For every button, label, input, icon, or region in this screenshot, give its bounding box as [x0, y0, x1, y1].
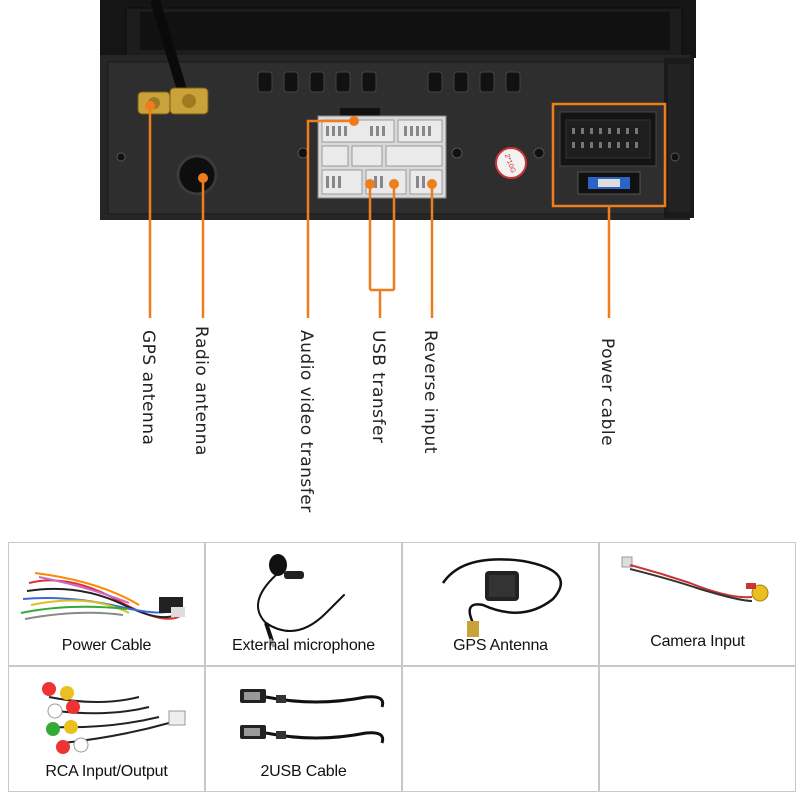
radio-antenna-socket-icon: [176, 154, 218, 196]
usb-transfer-label: USB transfer: [368, 330, 388, 444]
empty-cell: [402, 666, 599, 792]
power-cable-label: Power cable: [597, 338, 617, 447]
gps-antenna-label: GPS antenna: [138, 330, 158, 446]
accessory-external-microphone: External microphone: [205, 542, 402, 666]
accessory-rca-input-output: RCA Input/Output: [8, 666, 205, 792]
power-cable-harness-icon: [20, 572, 185, 620]
accessory-label: External microphone: [232, 637, 375, 654]
accessory-label: 2USB Cable: [260, 763, 347, 780]
rca-cable-icon: [42, 682, 186, 754]
accessory-camera-input: Camera Input: [599, 542, 796, 666]
accessories-grid: Power Cable External microphone GPS Ante…: [8, 542, 796, 792]
accessory-power-cable: Power Cable: [8, 542, 205, 666]
audio-video-transfer-label: Audio video transfer: [296, 330, 316, 513]
fuse-sticker: 2*10G: [495, 147, 527, 179]
power-connector-icon: [559, 111, 657, 195]
gps-antenna-icon: [441, 558, 563, 637]
reverse-input-label: Reverse input: [420, 330, 440, 454]
accessory-label: RCA Input/Output: [45, 763, 168, 780]
accessory-label: Camera Input: [650, 633, 745, 650]
usb-cables-icon: [240, 689, 385, 744]
device-rear-panel: 2*10G: [100, 0, 696, 318]
av-usb-connector-icon: [317, 108, 447, 199]
microphone-icon: [257, 554, 345, 648]
radio-antenna-label: Radio antenna: [191, 326, 211, 456]
accessory-2usb-cable: 2USB Cable: [205, 666, 402, 792]
accessory-gps-antenna: GPS Antenna: [402, 542, 599, 666]
empty-cell: [599, 666, 796, 792]
accessory-label: GPS Antenna: [453, 637, 548, 654]
screw-icon: [116, 152, 126, 162]
accessory-label: Power Cable: [61, 637, 152, 654]
callout-lines: [148, 102, 667, 318]
camera-cable-icon: [621, 556, 769, 602]
